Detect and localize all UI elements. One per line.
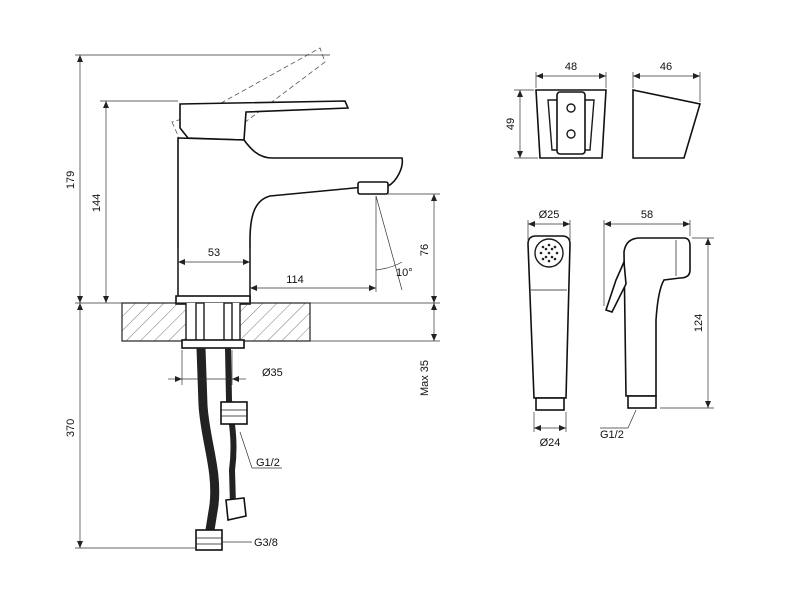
holder-front-view <box>535 89 607 159</box>
dim-144: 144 <box>91 194 103 212</box>
label-g12-right: G1/2 <box>600 429 624 441</box>
faucet-side-view <box>171 47 404 305</box>
fixing-nut <box>181 339 245 349</box>
holder-front-dimensions: 48 49 <box>505 61 607 159</box>
dim-35dia: Ø35 <box>262 367 283 379</box>
dim-370: 370 <box>65 419 77 437</box>
hand-shower-front-view <box>527 235 571 411</box>
aerator <box>357 181 389 195</box>
fitting-g38 <box>195 529 223 551</box>
dim-25dia: Ø25 <box>539 209 560 221</box>
dim-58: 58 <box>641 209 653 221</box>
dim-max35: Max 35 <box>419 360 431 396</box>
fitting-lower-right <box>225 497 247 521</box>
hand-shower-side-dimensions: 58 124 G1/2 <box>600 209 714 441</box>
hand-shower-side-view <box>604 237 691 409</box>
countertop <box>121 302 311 349</box>
faucet-handle <box>179 100 350 141</box>
label-g12-left: G1/2 <box>256 457 280 469</box>
holder-side-dimensions: 46 <box>632 61 701 102</box>
supply-hoses <box>195 347 248 551</box>
faucet-dimensions: 179 144 370 53 114 76 Max 35 10° Ø35 G1/… <box>65 54 440 549</box>
dim-49: 49 <box>505 118 517 130</box>
dim-46: 46 <box>660 61 672 73</box>
dim-53: 53 <box>208 247 220 259</box>
dim-24dia: Ø24 <box>540 437 561 449</box>
dim-114: 114 <box>286 274 304 286</box>
fitting-g12 <box>220 401 248 425</box>
dim-179: 179 <box>65 171 77 189</box>
hand-shower-front-dimensions: Ø25 Ø24 <box>527 209 571 449</box>
dim-10deg: 10° <box>396 267 413 279</box>
holder-side-view <box>632 89 702 159</box>
dim-48: 48 <box>565 61 577 73</box>
dim-124: 124 <box>693 314 705 332</box>
dim-76: 76 <box>419 244 431 256</box>
label-g38: G3/8 <box>254 537 278 549</box>
